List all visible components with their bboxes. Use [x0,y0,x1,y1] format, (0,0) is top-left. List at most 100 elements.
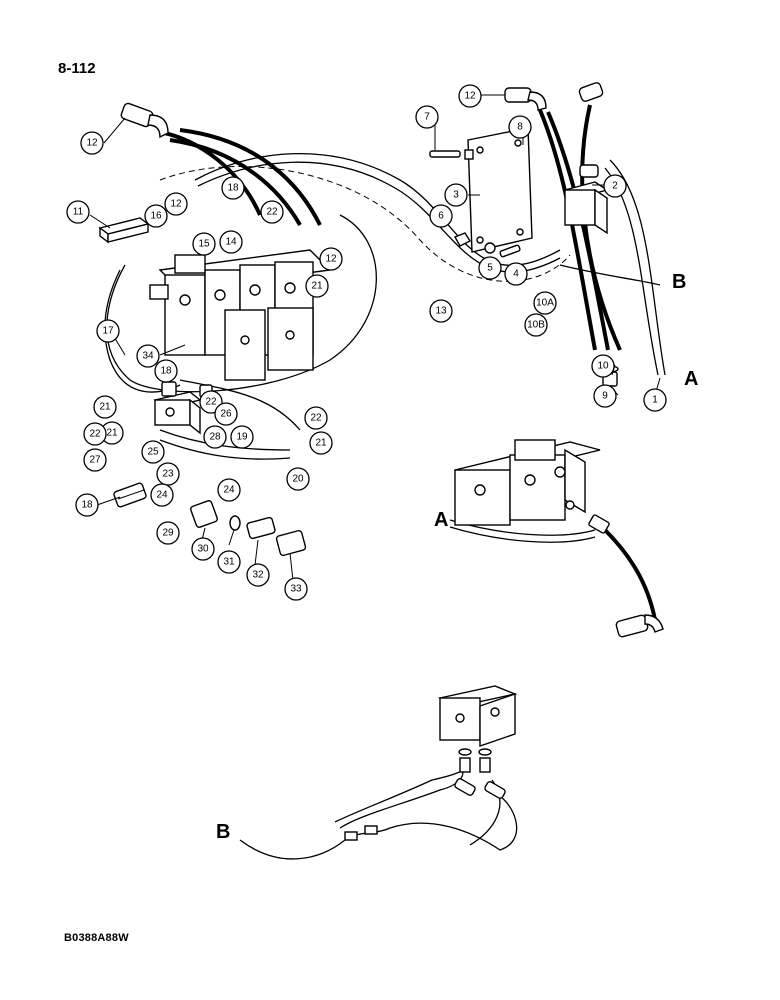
svg-text:26: 26 [220,409,232,420]
svg-text:18: 18 [227,183,239,194]
callout: 18 [221,176,245,200]
svg-text:17: 17 [102,326,114,337]
callout: 7 [415,105,439,129]
svg-text:12: 12 [170,199,182,210]
svg-text:8: 8 [517,122,523,133]
svg-text:31: 31 [223,557,235,568]
callout: 26 [214,402,238,426]
svg-text:23: 23 [162,469,174,480]
callout: 28 [203,425,227,449]
svg-text:24: 24 [156,490,168,501]
svg-text:28: 28 [209,432,221,443]
callout: 16 [144,204,168,228]
callout: 33 [284,577,308,601]
callout: 3 [444,183,468,207]
callout: 22 [260,200,284,224]
svg-text:20: 20 [292,474,304,485]
callout: 18 [75,493,99,517]
callout: 13 [429,299,453,323]
valve-bank-icon [563,164,609,235]
callout: 12 [80,131,104,155]
fitting-icon [429,149,521,258]
callout: 5 [478,256,502,280]
svg-text:29: 29 [162,528,174,539]
fitting-icon [113,482,147,508]
svg-text:22: 22 [310,413,322,424]
callout: 15 [192,232,216,256]
callout: 22 [83,422,107,446]
callout: 21 [309,431,333,455]
callout: 12 [164,192,188,216]
callout: 17 [96,319,120,343]
callout: 32 [246,563,270,587]
connection-label-b: B [672,271,686,293]
svg-text:33: 33 [290,584,302,595]
svg-text:12: 12 [325,254,337,265]
svg-text:10A: 10A [536,298,554,309]
svg-text:24: 24 [223,485,235,496]
svg-text:14: 14 [225,237,237,248]
connection-label-a: A [434,509,448,531]
valve-bank-icon [149,249,332,381]
svg-text:22: 22 [266,207,278,218]
svg-text:21: 21 [315,438,327,449]
callout: 1 [643,388,667,412]
svg-text:25: 25 [147,447,159,458]
callout: 22 [304,406,328,430]
callout: 8 [508,115,532,139]
callout: 21 [305,274,329,298]
callout: 10 [591,354,615,378]
callout: 34 [136,344,160,368]
callout: 2 [603,174,627,198]
callout: 24 [217,478,241,502]
callout: 21 [93,395,117,419]
fitting-icon [588,514,664,638]
callout: 23 [156,462,180,486]
svg-text:21: 21 [99,402,111,413]
fitting-icon [504,82,604,111]
svg-text:4: 4 [513,269,519,280]
svg-text:15: 15 [198,239,210,250]
svg-text:11: 11 [73,207,84,218]
svg-text:1: 1 [652,395,658,406]
bracket-icon [98,217,150,244]
callout: 19 [230,425,254,449]
svg-text:27: 27 [89,455,101,466]
filter-icon [190,500,307,557]
figure-id: B0388A88W [64,932,129,944]
callout: 9 [593,384,617,408]
svg-text:9: 9 [602,391,608,402]
callout: 12 [319,247,343,271]
svg-text:22: 22 [205,397,217,408]
svg-text:32: 32 [252,570,264,581]
callout: 24 [150,483,174,507]
fitting-icon [120,102,169,139]
callouts: 12 12 11 16 12 18 22 15 14 21 12 7 8 2 3… [66,84,667,601]
svg-text:5: 5 [487,263,493,274]
svg-text:34: 34 [142,351,154,362]
callout: 4 [504,262,528,286]
svg-text:12: 12 [86,138,98,149]
callout: 18 [154,359,178,383]
svg-text:7: 7 [424,112,430,123]
svg-text:10: 10 [597,361,609,372]
svg-text:21: 21 [106,428,118,439]
valve-bank-icon [344,685,518,841]
callout: 10B [524,313,548,337]
svg-text:21: 21 [311,281,323,292]
callout: 14 [219,230,243,254]
svg-text:6: 6 [438,211,444,222]
callout: 12 [458,84,482,108]
callout: 29 [156,521,180,545]
svg-text:13: 13 [435,306,447,317]
svg-text:18: 18 [160,366,172,377]
page-number: 8-112 [58,60,96,77]
svg-text:22: 22 [89,429,101,440]
svg-text:12: 12 [464,91,476,102]
callout: 20 [286,467,310,491]
connection-labels: B A A B [216,271,698,843]
callout: 31 [217,550,241,574]
connection-label-a: A [684,368,698,390]
callout: 30 [191,537,215,561]
